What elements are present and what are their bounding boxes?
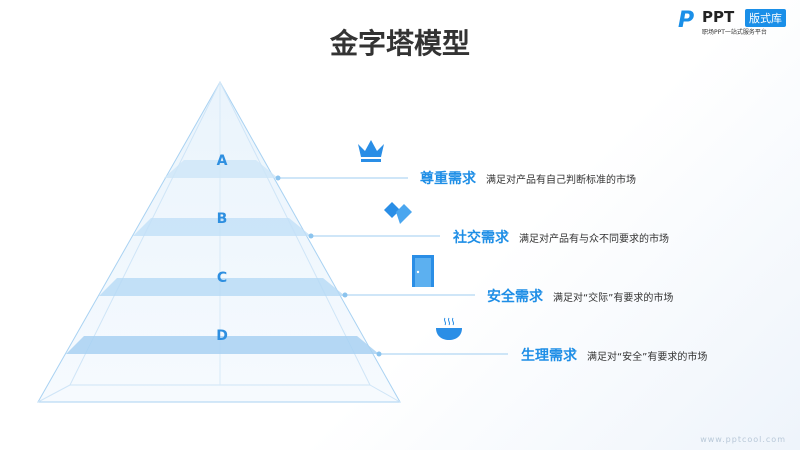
layer-c: [99, 278, 345, 296]
layer-b: [133, 218, 311, 236]
level-heading: 社交需求: [453, 230, 509, 246]
logo-subtitle: 职场PPT一站式服务平台: [702, 29, 767, 36]
level-desc: 满足对产品有自己判断标准的市场: [486, 175, 636, 186]
level-heading: 生理需求: [521, 348, 577, 364]
level-heading: 尊重需求: [420, 171, 476, 187]
crown-icon: [358, 140, 384, 162]
watermark: www.pptcool.com: [700, 435, 786, 444]
level-desc: 满足对“安全”有要求的市场: [587, 352, 708, 363]
level-desc: 满足对“交际”有要求的市场: [553, 293, 674, 304]
level-row: 安全需求满足对“交际”有要求的市场: [487, 286, 673, 306]
logo-badge: 版式库: [745, 9, 786, 27]
layer-a: [164, 160, 278, 178]
level-letter: C: [216, 270, 228, 286]
door-icon: [412, 255, 434, 287]
bowl-icon: [436, 317, 462, 340]
page-title: 金字塔模型: [329, 27, 470, 60]
level-letter: A: [216, 153, 228, 169]
level-heading: 安全需求: [487, 289, 543, 305]
logo-mark: P: [678, 8, 695, 33]
pyramid-face: [37, 80, 401, 403]
logo-text: PPT: [702, 8, 735, 26]
level-row: 社交需求满足对产品有与众不同要求的市场: [453, 227, 669, 247]
level-row: 尊重需求满足对产品有自己判断标准的市场: [420, 168, 636, 188]
handshake-icon: [384, 202, 412, 224]
level-letter: B: [216, 211, 228, 227]
level-desc: 满足对产品有与众不同要求的市场: [519, 234, 669, 245]
level-row: 生理需求满足对“安全”有要求的市场: [521, 345, 707, 365]
logo: P PPT 版式库 职场PPT一站式服务平台: [678, 6, 796, 36]
level-letter: D: [216, 328, 228, 344]
layer-d: [66, 336, 379, 354]
